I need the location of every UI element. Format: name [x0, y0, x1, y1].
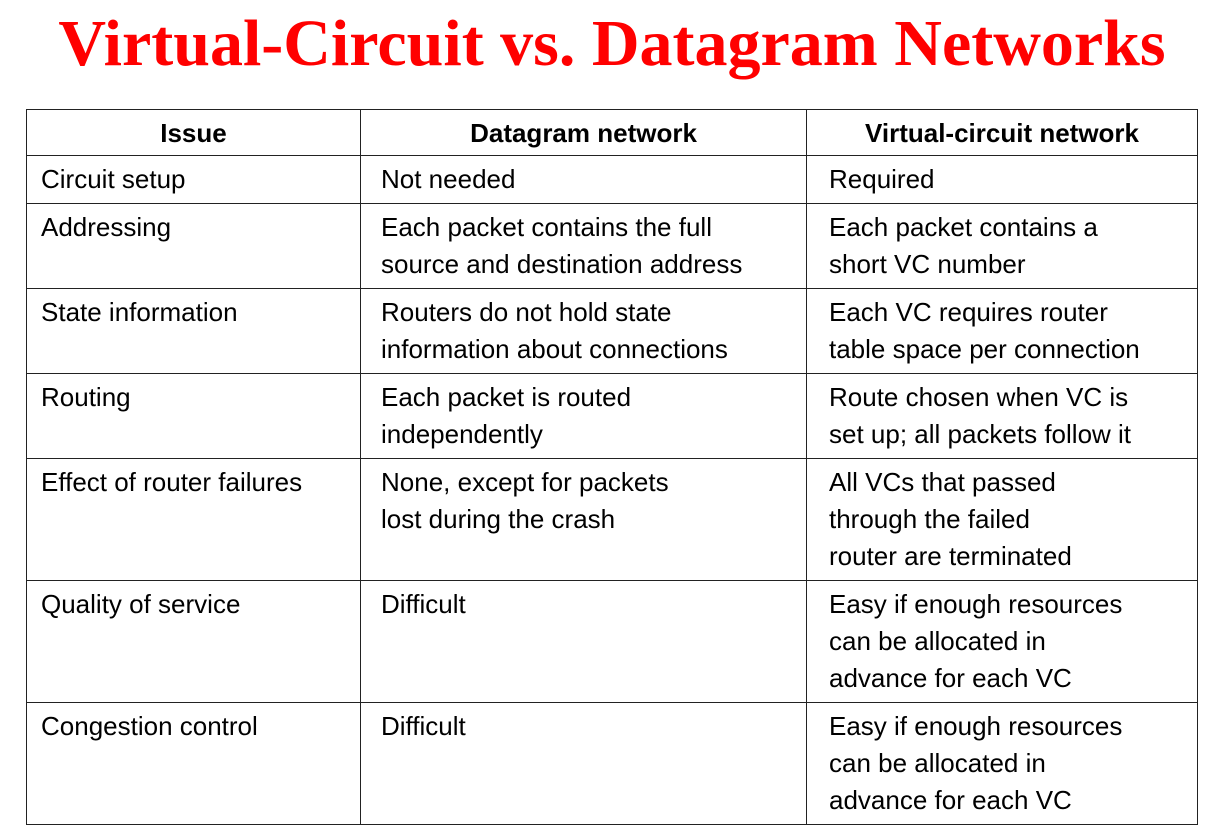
table-row: State information Routers do not hold sta…: [26, 288, 1198, 374]
datagram-cell: Difficult: [360, 702, 807, 825]
datagram-cell: Not needed: [360, 155, 807, 204]
comparison-table-container: Issue Datagram network Virtual-circuit n…: [26, 109, 1198, 825]
cell-text-line: Each packet contains a: [829, 212, 1098, 242]
datagram-cell: Each packet contains the full source and …: [360, 203, 807, 289]
cell-text-line: Easy if enough resources: [829, 711, 1123, 741]
cell-text-line: short VC number: [829, 249, 1026, 279]
issue-cell: Effect of router failures: [26, 458, 361, 581]
table-row: Effect of router failures None, except fo…: [26, 458, 1198, 581]
cell-text-line: can be allocated in: [829, 748, 1046, 778]
issue-cell: Quality of service: [26, 580, 361, 703]
issue-cell: Circuit setup: [26, 155, 361, 204]
issue-cell: Congestion control: [26, 702, 361, 825]
cell-text-line: Easy if enough resources: [829, 589, 1123, 619]
cell-text-line: Difficult: [381, 589, 466, 619]
cell-text-line: source and destination address: [381, 249, 743, 279]
cell-text-line: None, except for packets: [381, 467, 669, 497]
header-row: Issue Datagram network Virtual-circuit n…: [26, 109, 1198, 156]
datagram-cell: Each packet is routed independently: [360, 373, 807, 459]
cell-text-line: Each VC requires router: [829, 297, 1108, 327]
cell-text-line: Each packet contains the full: [381, 212, 712, 242]
cell-text-line: independently: [381, 419, 543, 449]
cell-text-line: Routing: [41, 382, 131, 412]
cell-text-line: Required: [829, 164, 935, 194]
table-row: Addressing Each packet contains the full s…: [26, 203, 1198, 289]
virtual-circuit-cell: Required: [806, 155, 1198, 204]
table-header: Issue Datagram network Virtual-circuit n…: [26, 109, 1198, 156]
virtual-circuit-cell: Easy if enough resources can be allocated…: [806, 702, 1198, 825]
table-row: Quality of service Difficult Easy if enoug…: [26, 580, 1198, 703]
slide-title: Virtual-Circuit vs. Datagram Networks: [58, 7, 1166, 80]
comparison-table: Issue Datagram network Virtual-circuit n…: [26, 109, 1198, 825]
header-virtual-circuit-network: Virtual-circuit network: [806, 109, 1198, 156]
cell-text-line: lost during the crash: [381, 504, 616, 534]
header-datagram-network: Datagram network: [360, 109, 807, 156]
cell-text-line: set up; all packets follow it: [829, 419, 1132, 449]
cell-text-line: advance for each VC: [829, 663, 1072, 693]
cell-text-line: router are terminated: [829, 541, 1072, 571]
issue-cell: State information: [26, 288, 361, 374]
cell-text-line: Congestion control: [41, 711, 258, 741]
virtual-circuit-cell: Route chosen when VC is set up; all packe…: [806, 373, 1198, 459]
cell-text-line: Route chosen when VC is: [829, 382, 1129, 412]
cell-text-line: All VCs that passed: [829, 467, 1056, 497]
issue-cell: Routing: [26, 373, 361, 459]
cell-text-line: advance for each VC: [829, 785, 1072, 815]
virtual-circuit-cell: Each packet contains a short VC number: [806, 203, 1198, 289]
virtual-circuit-cell: All VCs that passed through the failed rou…: [806, 458, 1198, 581]
datagram-cell: None, except for packets lost during the …: [360, 458, 807, 581]
cell-text-line: table space per connection: [829, 334, 1140, 364]
cell-text-line: Effect of router failures: [41, 467, 303, 497]
cell-text-line: Addressing: [41, 212, 172, 242]
cell-text-line: Each packet is routed: [381, 382, 632, 412]
header-issue: Issue: [26, 109, 361, 156]
table-row: Routing Each packet is routed independentl…: [26, 373, 1198, 459]
virtual-circuit-cell: Easy if enough resources can be allocated…: [806, 580, 1198, 703]
cell-text-line: Quality of service: [41, 589, 241, 619]
cell-text-line: information about connections: [381, 334, 728, 364]
cell-text-line: Difficult: [381, 711, 466, 741]
issue-cell: Addressing: [26, 203, 361, 289]
cell-text-line: through the failed: [829, 504, 1030, 534]
cell-text-line: Circuit setup: [41, 164, 186, 194]
table-row: Congestion control Difficult Easy if enoug…: [26, 702, 1198, 825]
datagram-cell: Routers do not hold state information abo…: [360, 288, 807, 374]
cell-text-line: can be allocated in: [829, 626, 1046, 656]
datagram-cell: Difficult: [360, 580, 807, 703]
cell-text-line: Not needed: [381, 164, 516, 194]
cell-text-line: State information: [41, 297, 238, 327]
cell-text-line: Routers do not hold state: [381, 297, 672, 327]
virtual-circuit-cell: Each VC requires router table space per c…: [806, 288, 1198, 374]
table-row: Circuit setup Not needed Required: [26, 155, 1198, 204]
